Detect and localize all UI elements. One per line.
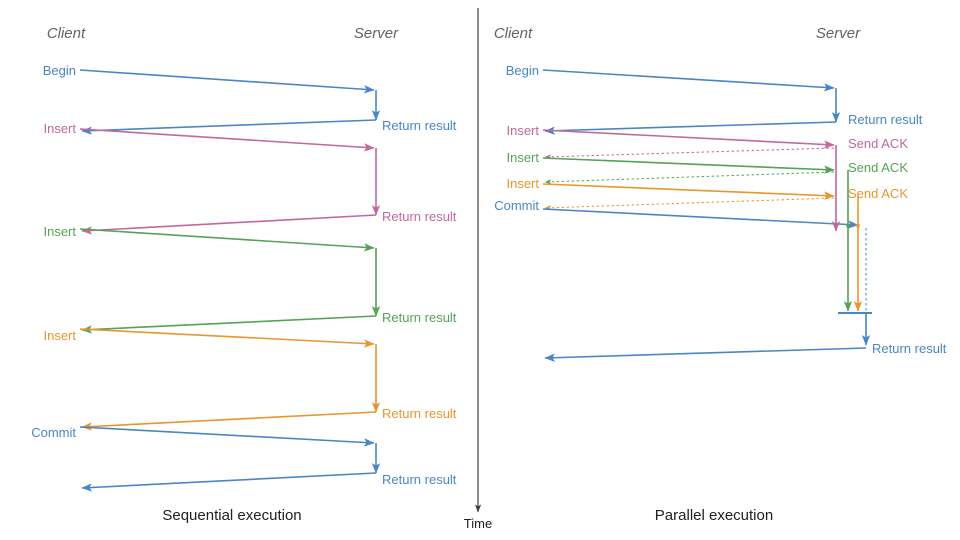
message-insert1-request [79, 128, 375, 152]
message-insert2-return [81, 315, 377, 334]
lane-header-server: Server [354, 25, 399, 42]
message-label-insert2-return: Return result [382, 310, 457, 325]
message-label-insert2-request: Insert [43, 224, 76, 239]
panel-caption-parallel: Parallel execution [655, 507, 773, 524]
message-insert3-request [542, 183, 835, 200]
message-insert1-request [542, 129, 835, 149]
message-label-begin-request: Begin [506, 63, 539, 78]
message-label-begin-return: Return result [382, 118, 457, 133]
divider-layer: Time [464, 8, 492, 531]
message-insert3-request [79, 328, 375, 348]
message-insert3-return [81, 411, 377, 431]
message-label-insert2-ack: Send ACK [848, 160, 908, 175]
message-insert2-request [79, 228, 375, 252]
message-label-insert1-request: Insert [506, 123, 539, 138]
message-label-begin-return: Return result [848, 112, 923, 127]
message-begin-return [81, 119, 377, 135]
message-label-insert2-request: Insert [506, 150, 539, 165]
panel-caption-sequential: Sequential execution [162, 507, 301, 524]
message-label-insert1-request: Insert [43, 121, 76, 136]
message-commit-request [542, 208, 859, 229]
message-label-commit-request: Commit [31, 425, 76, 440]
message-label-insert3-return: Return result [382, 406, 457, 421]
message-begin-return [544, 121, 837, 135]
message-label-insert3-request: Insert [506, 176, 539, 191]
time-axis-label: Time [464, 516, 492, 531]
message-commit-request [79, 426, 375, 447]
message-label-commit-return: Return result [872, 341, 947, 356]
message-begin-request [79, 69, 375, 94]
message-label-begin-request: Begin [43, 63, 76, 78]
message-label-commit-request: Commit [494, 198, 539, 213]
lane-header-client: Client [494, 25, 533, 42]
message-begin-request [542, 69, 835, 92]
message-label-commit-return: Return result [382, 472, 457, 487]
message-insert1-ack [544, 147, 835, 160]
message-insert2-request [542, 157, 835, 174]
message-commit-return [544, 347, 867, 362]
message-insert3-ack [544, 197, 835, 211]
message-label-insert3-request: Insert [43, 328, 76, 343]
lane-header-server: Server [816, 25, 861, 42]
message-label-insert1-return: Return result [382, 209, 457, 224]
message-insert2-ack [544, 171, 835, 185]
message-commit-return [81, 472, 377, 492]
message-insert1-return [81, 214, 377, 235]
lane-header-client: Client [47, 25, 86, 42]
message-label-insert3-ack: Send ACK [848, 186, 908, 201]
message-label-insert1-ack: Send ACK [848, 136, 908, 151]
